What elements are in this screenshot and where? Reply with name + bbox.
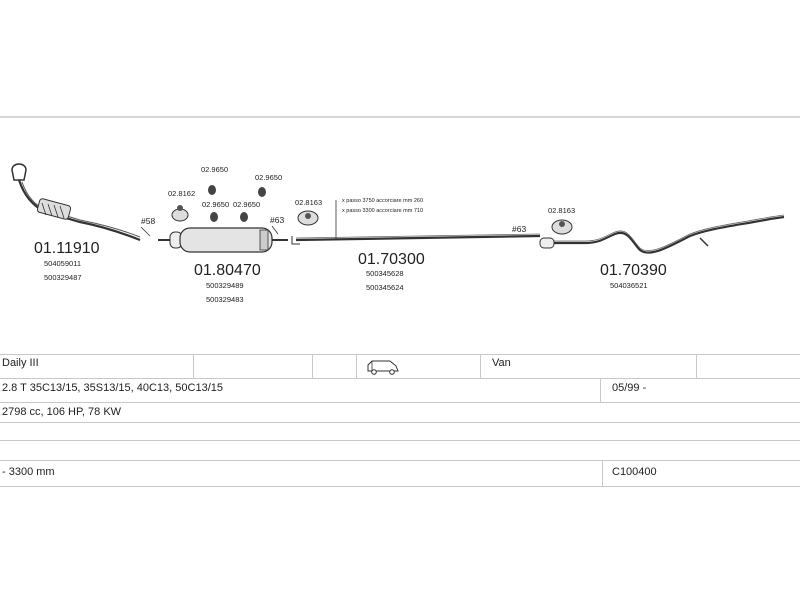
hanger-icon bbox=[171, 205, 189, 222]
fitting-label-58: #58 bbox=[141, 216, 155, 226]
table-divider bbox=[312, 354, 313, 378]
part-code: 500345624 bbox=[366, 283, 404, 292]
hanger-icon bbox=[297, 210, 319, 226]
hanger-icon bbox=[208, 185, 216, 195]
clamp-code: 02.9650 bbox=[255, 173, 282, 182]
cut-note: x passo 3750 accorciare mm 260 bbox=[342, 198, 423, 204]
engine-spec: 2798 cc, 106 HP, 78 KW bbox=[2, 406, 122, 418]
body-type: Van bbox=[492, 357, 511, 369]
clamp-code: 02.8162 bbox=[168, 189, 195, 198]
model-name: Daily III bbox=[2, 357, 39, 369]
clamp-code: 02.9650 bbox=[202, 200, 229, 209]
part-number-01-70300: 01.70300 bbox=[358, 251, 425, 268]
kit-code: C100400 bbox=[612, 466, 657, 478]
table-divider bbox=[0, 486, 800, 487]
hanger-icon bbox=[210, 212, 218, 222]
table-divider bbox=[480, 354, 481, 378]
part-number-01-80470: 01.80470 bbox=[194, 262, 261, 279]
part-code: 504059011 bbox=[44, 259, 81, 268]
clamp-code: 02.8163 bbox=[548, 206, 575, 215]
table-divider bbox=[0, 440, 800, 441]
part-number-01-11910: 01.11910 bbox=[34, 240, 100, 257]
clamp-code: 02.9650 bbox=[201, 165, 228, 174]
wheelbase: - 3300 mm bbox=[2, 466, 55, 478]
part-code: 500329487 bbox=[44, 273, 82, 282]
hanger-icon bbox=[240, 212, 248, 222]
part-code: 504036521 bbox=[610, 281, 648, 290]
table-divider bbox=[602, 460, 603, 486]
part-code: 500345628 bbox=[366, 269, 404, 278]
table-divider bbox=[193, 354, 194, 378]
part-number-01-70390: 01.70390 bbox=[600, 262, 667, 279]
table-divider bbox=[0, 402, 800, 403]
clamp-code: 02.8163 bbox=[295, 198, 322, 207]
intermediate-pipe-part bbox=[291, 233, 541, 245]
front-pipe-part bbox=[11, 163, 141, 242]
table-divider bbox=[0, 460, 800, 461]
clamp-code: 02.9650 bbox=[233, 200, 260, 209]
table-divider bbox=[0, 378, 800, 379]
table-divider bbox=[356, 354, 357, 378]
table-divider bbox=[0, 354, 800, 355]
middle-silencer-part bbox=[158, 227, 288, 253]
hanger-icon bbox=[551, 219, 573, 235]
table-divider bbox=[0, 422, 800, 423]
hanger-icon bbox=[258, 187, 266, 197]
tail-pipe-part bbox=[539, 214, 785, 254]
cut-note: x passo 3300 accorciare mm 710 bbox=[342, 208, 423, 214]
fitting-label-63: #63 bbox=[270, 215, 284, 225]
model-variants: 2.8 T 35C13/15, 35S13/15, 40C13, 50C13/1… bbox=[2, 382, 223, 394]
table-divider bbox=[600, 378, 601, 402]
part-code: 500329489 bbox=[206, 281, 244, 290]
production-date: 05/99 - bbox=[612, 382, 647, 394]
van-icon bbox=[367, 360, 399, 375]
fitting-label-63: #63 bbox=[512, 224, 526, 234]
table-divider bbox=[696, 354, 697, 378]
part-code: 500329483 bbox=[206, 295, 244, 304]
